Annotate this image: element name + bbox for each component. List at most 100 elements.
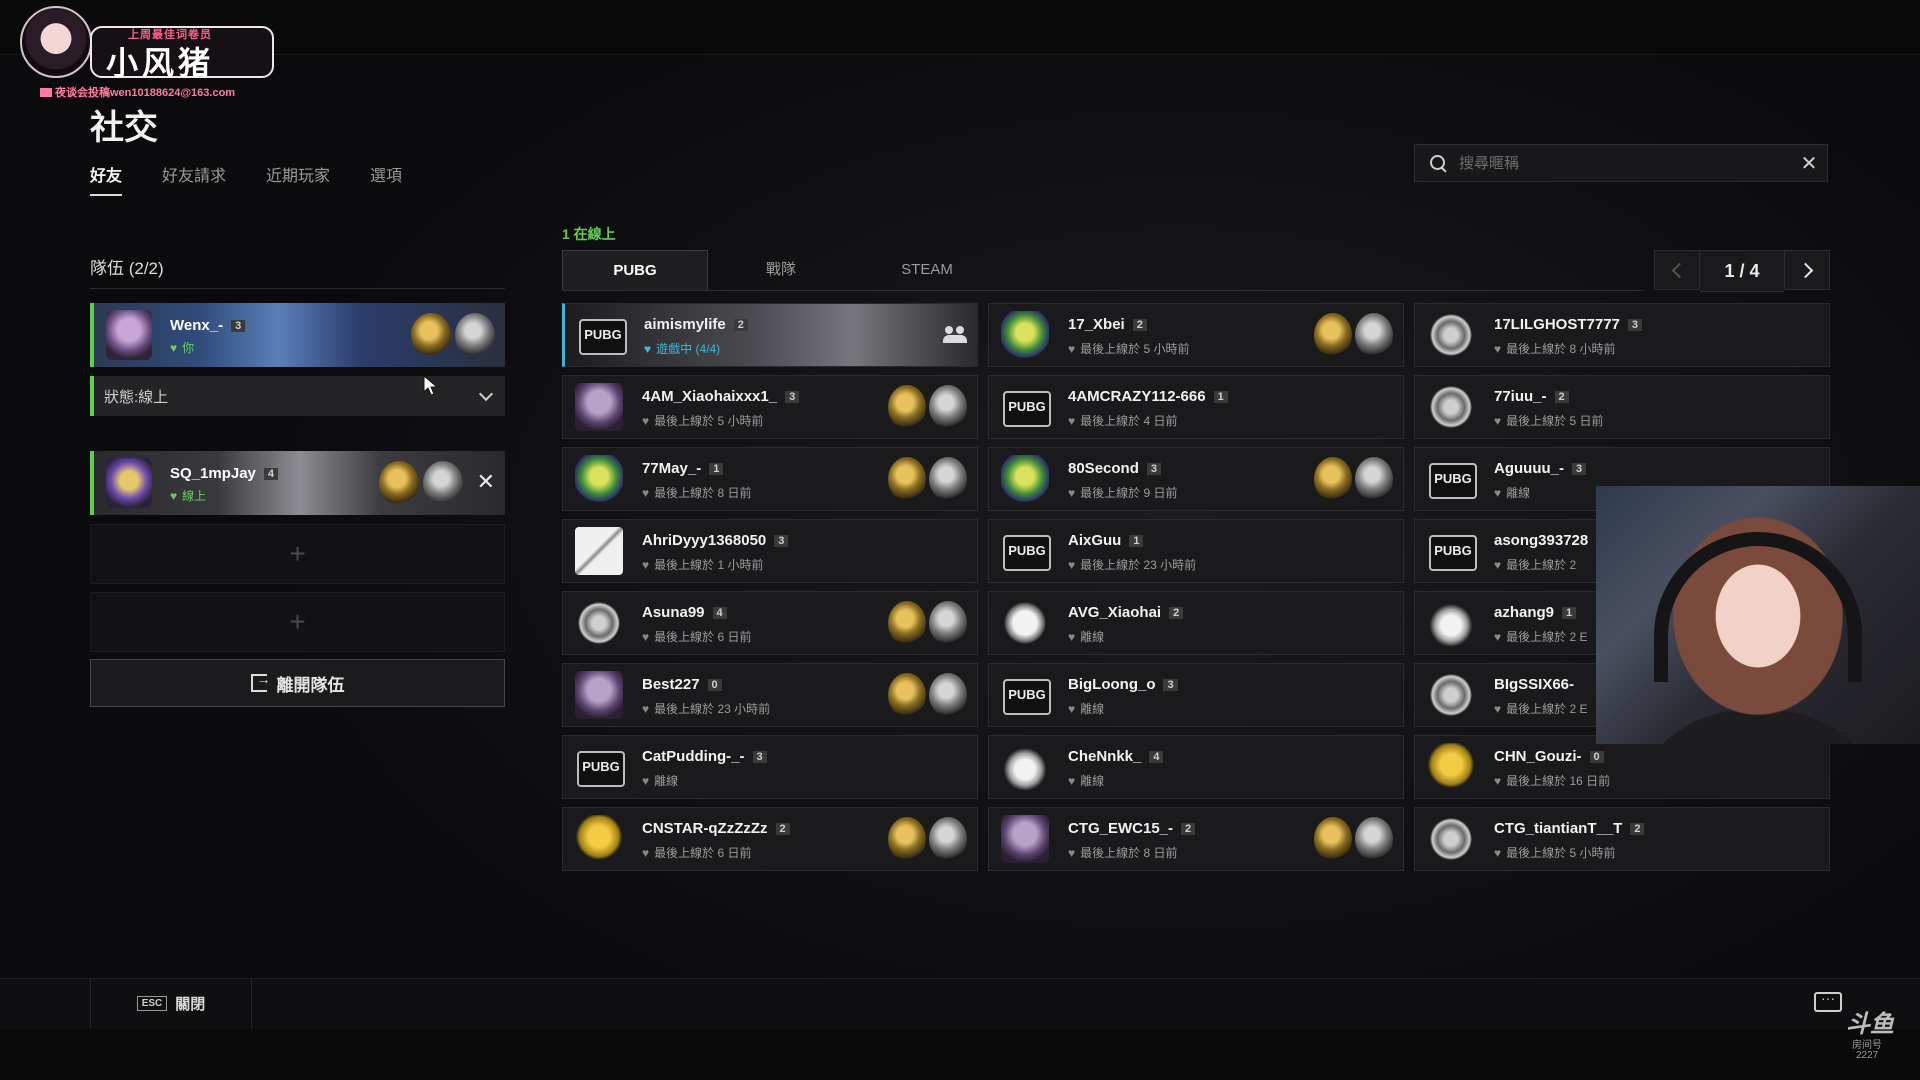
friend-status: ♥最後上線於 8 日前	[642, 484, 751, 501]
tab-clan[interactable]: 戰隊	[765, 261, 796, 278]
clear-search-button[interactable]: ✕	[1800, 152, 1818, 175]
chevron-down-icon	[478, 386, 494, 402]
member-level: 4	[263, 468, 279, 480]
search-input[interactable]	[1457, 153, 1791, 173]
empty-party-slot[interactable]: +	[90, 592, 505, 652]
friend-medals	[888, 817, 967, 861]
tab-friend-requests[interactable]: 好友請求	[162, 168, 227, 185]
online-count: 1 在線上	[562, 226, 616, 242]
heart-icon: ♥	[642, 414, 650, 428]
next-page-button[interactable]	[1784, 250, 1830, 290]
friend-name-text: AixGuu	[1068, 532, 1122, 549]
plus-icon: +	[289, 606, 306, 637]
friend-status-text: 最後上線於 5 小時前	[654, 414, 764, 428]
friend-status: ♥離線	[642, 772, 678, 789]
leave-party-button[interactable]: 離開隊伍	[90, 659, 505, 707]
member-level: 3	[231, 320, 246, 332]
friend-card[interactable]: 77iuu_-2♥最後上線於 5 日前	[1414, 375, 1830, 439]
friend-status: ♥離線	[1068, 628, 1104, 645]
friend-status-text: 最後上線於 8 日前	[654, 486, 752, 500]
friend-name: asong393728	[1494, 532, 1588, 549]
kick-member-button[interactable]: ✕	[476, 469, 495, 494]
friend-name: CatPudding-_-3	[642, 748, 767, 765]
friend-level: 4	[1149, 751, 1164, 763]
friend-card[interactable]: CheNnkk_4♥離線	[988, 735, 1404, 799]
friend-status: ♥最後上線於 23 小時前	[642, 700, 770, 717]
friend-name-text: azhang9	[1494, 604, 1555, 621]
friend-card[interactable]: CatPudding-_-3 ♥離線	[562, 735, 978, 799]
stream-watermark: 斗鱼 房间号 2227	[1838, 1004, 1908, 1061]
friend-status: ♥遊戲中 (4/4)	[644, 340, 720, 357]
prev-page-button[interactable]	[1654, 250, 1700, 290]
friend-card[interactable]: 77May_-1♥最後上線於 8 日前	[562, 447, 978, 511]
friend-emblem	[1427, 743, 1475, 791]
friend-name-text: 77iuu_-	[1494, 388, 1547, 405]
friend-card[interactable]: CHN_Gouzi-0♥最後上線於 16 日前	[1414, 735, 1830, 799]
friend-card[interactable]: CTG_EWC15_-2♥最後上線於 8 日前	[988, 807, 1404, 871]
friend-level: 3	[785, 391, 800, 403]
friend-card[interactable]: 4AM_Xiaohaixxx1_3♥最後上線於 5 小時前	[562, 375, 978, 439]
chevron-right-icon	[1797, 262, 1813, 278]
tab-recent-players[interactable]: 近期玩家	[266, 168, 331, 185]
friend-level: 2	[1554, 391, 1569, 403]
friend-status-text: 最後上線於 2 E	[1506, 630, 1588, 644]
heart-icon: ♥	[642, 846, 650, 860]
friend-name-text: CTG_EWC15_-	[1068, 820, 1174, 837]
heart-icon: ♥	[170, 341, 178, 355]
friend-status-text: 最後上線於 9 日前	[1080, 486, 1178, 500]
esc-key-icon: ESC	[136, 995, 168, 1011]
friend-status: ♥離線	[1068, 772, 1104, 789]
friend-emblem	[1001, 815, 1049, 863]
friend-name-text: 17_Xbei	[1068, 316, 1125, 333]
friend-status: ♥最後上線於 4 日前	[1068, 412, 1177, 429]
tab-steam[interactable]: STEAM	[901, 261, 953, 278]
tab-pubg[interactable]: PUBG	[562, 250, 708, 290]
medal-icon	[1355, 457, 1393, 501]
status-dropdown[interactable]: 狀態:線上	[90, 376, 505, 416]
friend-name: 77iuu_- 2	[1494, 388, 1569, 405]
member-status: ♥線上	[170, 487, 206, 504]
party-member-self[interactable]: Wenx_-3 ♥你	[90, 303, 505, 367]
friend-status: ♥最後上線於 8 日前	[1068, 844, 1177, 861]
friend-card[interactable]: BigLoong_o3♥離線	[988, 663, 1404, 727]
heart-icon: ♥	[1068, 630, 1076, 644]
empty-party-slot[interactable]: +	[90, 524, 505, 584]
friend-status-text: 最後上線於 4 日前	[1080, 414, 1178, 428]
heart-icon: ♥	[1068, 558, 1076, 572]
friend-name-text: Asuna99	[642, 604, 705, 621]
friend-name-text: 17LILGHOST7777	[1494, 316, 1620, 333]
tab-options[interactable]: 選項	[370, 168, 403, 185]
heart-icon: ♥	[642, 774, 650, 788]
logo-mail: 夜谈会投稿wen10188624@163.com	[40, 84, 235, 100]
medal-icon	[411, 313, 451, 357]
friend-status-text: 最後上線於 2 E	[1506, 702, 1588, 716]
heart-icon: ♥	[1068, 774, 1076, 788]
friend-emblem	[575, 383, 623, 431]
close-button[interactable]: ESC 關閉	[90, 978, 252, 1028]
bottom-bar	[0, 978, 1920, 1030]
friend-name: BIgSSIX66-	[1494, 676, 1574, 693]
friend-status-text: 遊戲中 (4/4)	[656, 342, 721, 356]
tab-friends[interactable]: 好友	[90, 162, 123, 196]
friend-status: ♥最後上線於 6 日前	[642, 628, 751, 645]
friend-emblem	[1003, 391, 1051, 427]
heart-icon: ♥	[1068, 486, 1076, 500]
chat-icon[interactable]	[1814, 990, 1842, 1012]
friend-status: ♥最後上線於 23 小時前	[1068, 556, 1196, 573]
